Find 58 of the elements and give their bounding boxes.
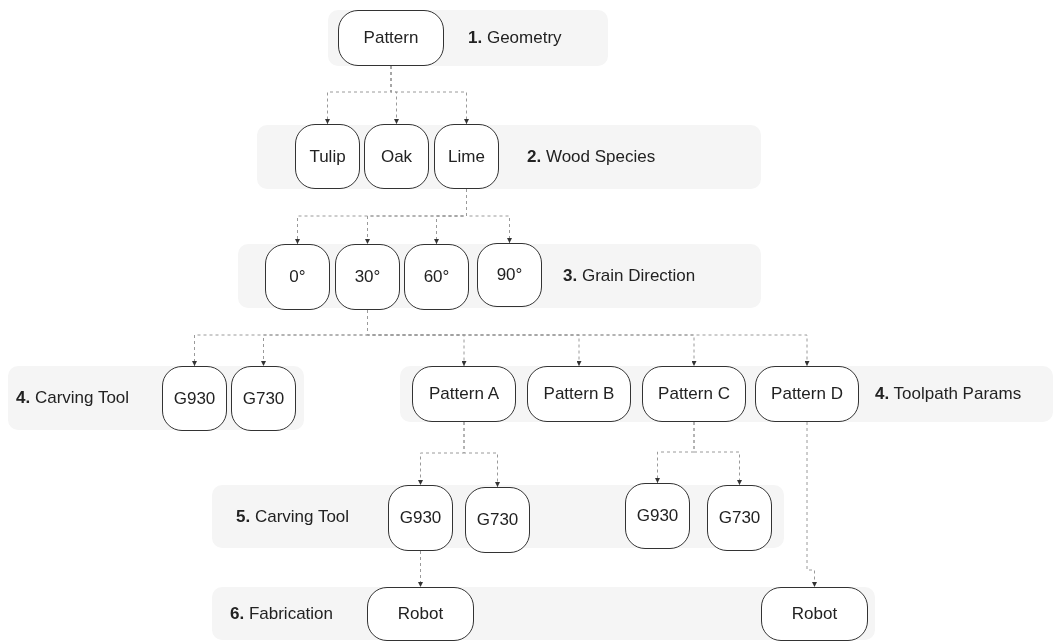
option-box — [527, 366, 631, 422]
stage-label: 1. Geometry — [468, 28, 562, 48]
option-label: Pattern B — [543, 384, 615, 404]
option-box — [412, 366, 516, 422]
connector-arrow — [693, 421, 742, 486]
option-box — [338, 10, 444, 66]
option-box — [707, 485, 772, 551]
option-label: 0° — [289, 267, 306, 287]
option-label: G930 — [173, 388, 216, 409]
option-label: Robot — [791, 604, 838, 624]
option-box — [388, 485, 453, 551]
option-label: 60° — [423, 267, 450, 287]
option-label: Tulip — [309, 146, 346, 167]
option-box — [404, 244, 469, 310]
option-label: G730 — [718, 508, 761, 528]
option-box — [755, 366, 859, 422]
stage-label: 2. Wood Species — [527, 147, 656, 167]
option-label: Pattern — [363, 28, 419, 48]
stage-band — [257, 125, 761, 189]
connector-arrow — [463, 421, 500, 488]
option-box — [465, 487, 530, 553]
option-box — [642, 366, 746, 422]
option-label: Pattern D — [771, 384, 843, 404]
option-box — [231, 366, 296, 431]
option-box — [364, 124, 429, 189]
connector-arrow — [418, 550, 423, 588]
stage-band — [328, 10, 608, 66]
option-label: G730 — [242, 388, 285, 409]
option-label: 30° — [354, 267, 381, 287]
option-box — [477, 243, 542, 307]
stage-label: 3. Grain Direction — [563, 266, 696, 286]
connector-arrow — [390, 65, 469, 125]
option-label: 90° — [496, 265, 523, 285]
option-box — [434, 124, 499, 189]
stage-band — [8, 366, 304, 430]
option-box — [625, 483, 690, 549]
stage-label: 4. Carving Tool — [16, 388, 130, 408]
option-label: G930 — [399, 508, 442, 528]
option-box — [761, 587, 868, 641]
option-box — [265, 244, 330, 310]
option-box — [162, 366, 227, 431]
stage-band — [238, 244, 761, 308]
option-label: Pattern C — [658, 384, 730, 404]
stage-band — [400, 366, 1053, 422]
option-label: Robot — [397, 604, 444, 624]
option-box — [367, 587, 474, 641]
option-label: Oak — [380, 146, 413, 167]
option-label: Lime — [448, 146, 485, 167]
stage-label: 5. Carving Tool — [236, 506, 350, 527]
stage-label: 4. Toolpath Params — [875, 384, 1022, 404]
option-label: Pattern A — [429, 384, 499, 404]
option-label: G730 — [476, 510, 519, 530]
option-label: G930 — [636, 506, 679, 526]
option-box — [335, 244, 400, 310]
option-box — [295, 124, 360, 189]
connector-arrow — [806, 421, 817, 588]
stage-band — [212, 587, 875, 640]
stage-label: 6. Fabrication — [230, 603, 333, 624]
